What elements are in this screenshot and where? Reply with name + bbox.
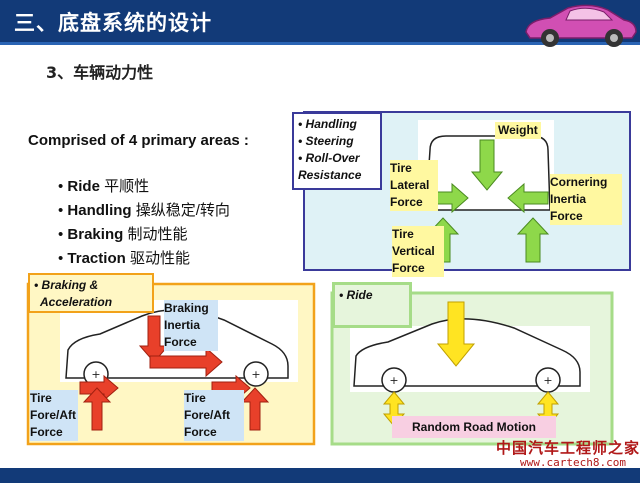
- svg-text:+: +: [251, 368, 260, 381]
- cornering-label: Cornering Inertia Force: [550, 174, 622, 225]
- cornering-arrow: [507, 182, 549, 214]
- handling-list-box: • Handling • Steering • Roll-Over Resist…: [292, 112, 382, 190]
- svg-text:+: +: [91, 368, 100, 381]
- intro-text: Comprised of 4 primary areas :: [28, 132, 249, 149]
- braking-inertia-arrow-right: [149, 346, 223, 378]
- slide-title: 三、底盘系统的设计: [14, 11, 212, 35]
- tire-vertical-arrow-right: [516, 217, 550, 263]
- tire-vertical-label: Tire Vertical Force: [392, 226, 444, 277]
- tire-fore-aft-arrow-left-v: [82, 387, 112, 431]
- footer-bar: [0, 468, 640, 483]
- watermark-text: 中国汽车工程师之家: [496, 439, 640, 457]
- road-motion-label: Random Road Motion: [392, 416, 556, 438]
- ride-title-box: • Ride: [332, 282, 412, 328]
- braking-inertia-arrow-down: [138, 315, 170, 363]
- tire-fore-aft-arrow-right-v: [240, 387, 270, 431]
- svg-text:+: +: [543, 374, 552, 387]
- section-subtitle: 3、车辆动力性: [46, 63, 154, 82]
- list-item: • Handling 操纵稳定/转向: [58, 202, 230, 219]
- weight-label: Weight: [495, 122, 541, 139]
- header-divider: [0, 42, 640, 45]
- pink-car-icon: [525, 4, 637, 47]
- list-item: • Ride 平顺性: [58, 178, 150, 195]
- ride-body-arrow: [436, 301, 476, 367]
- braking-title-box: • Braking & Acceleration: [28, 273, 154, 313]
- weight-arrow: [470, 139, 504, 191]
- tire-fore-aft-right-label: Tire Fore/Aft Force: [184, 390, 244, 441]
- header-bar: 三、底盘系统的设计: [0, 0, 640, 42]
- areas-list: • Ride 平顺性 • Handling 操纵稳定/转向 • Braking …: [58, 175, 230, 271]
- tire-lateral-label: Tire Lateral Force: [390, 160, 438, 211]
- braking-inertia-label: Braking Inertia Force: [164, 300, 218, 351]
- list-item: • Traction 驱动性能: [58, 250, 190, 267]
- svg-text:+: +: [389, 374, 398, 387]
- watermark-url: www.cartech8.com: [520, 456, 626, 469]
- list-item: • Braking 制动性能: [58, 226, 188, 243]
- tire-fore-aft-arrow-left-h: [79, 374, 119, 402]
- tire-fore-aft-left-label: Tire Fore/Aft Force: [30, 390, 78, 441]
